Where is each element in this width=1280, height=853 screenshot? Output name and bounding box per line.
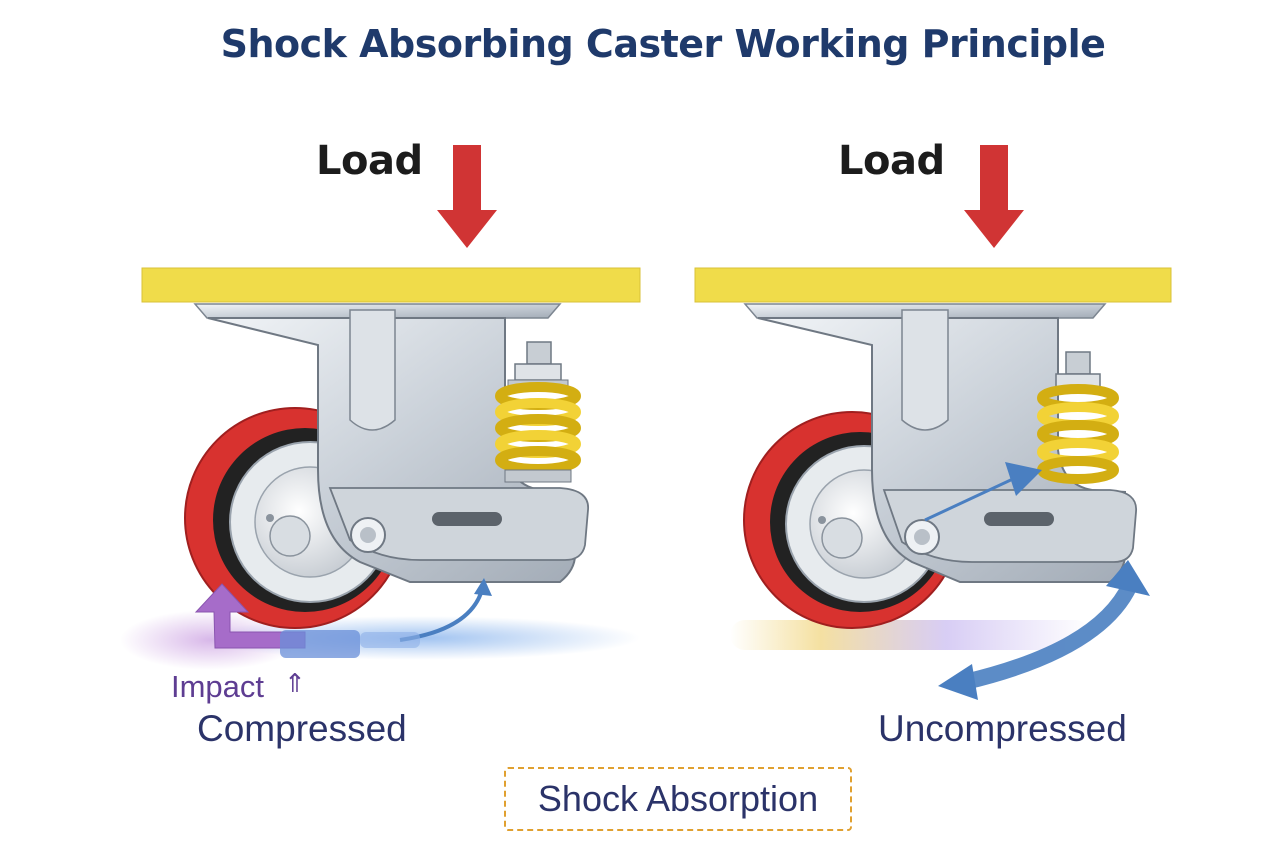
motion-arrow-right bbox=[924, 476, 1016, 522]
diagram-title: Shock Absorbing Caster Working Principle bbox=[220, 22, 1106, 66]
left-caster bbox=[120, 145, 641, 670]
spring-left bbox=[495, 341, 581, 483]
load-label-right: Load bbox=[838, 138, 945, 184]
uncompressed-label: Uncompressed bbox=[878, 708, 1127, 749]
kingpin-housing-right bbox=[901, 309, 949, 431]
load-label-left: Load bbox=[316, 138, 423, 184]
rebound-arrow-right bbox=[957, 577, 1138, 690]
slot-right bbox=[984, 512, 1054, 526]
load-arrow-left bbox=[437, 145, 497, 248]
right-caster bbox=[694, 145, 1172, 700]
mounting-plate-right bbox=[694, 267, 1172, 303]
impact-up-arrow-icon: ⇑ bbox=[284, 668, 306, 698]
slot-left bbox=[432, 512, 502, 526]
impact-glow bbox=[120, 610, 300, 670]
spring-right bbox=[1037, 351, 1119, 484]
mounting-plate-left bbox=[141, 267, 641, 303]
compressed-label: Compressed bbox=[197, 708, 407, 749]
contact-pad-left bbox=[280, 630, 360, 658]
shock-absorption-caption: Shock Absorption bbox=[504, 767, 852, 831]
load-arrow-right bbox=[964, 145, 1024, 248]
impact-label: Impact bbox=[171, 669, 265, 704]
kingpin-housing-left bbox=[349, 309, 396, 431]
ground-glow-right bbox=[730, 620, 1090, 650]
